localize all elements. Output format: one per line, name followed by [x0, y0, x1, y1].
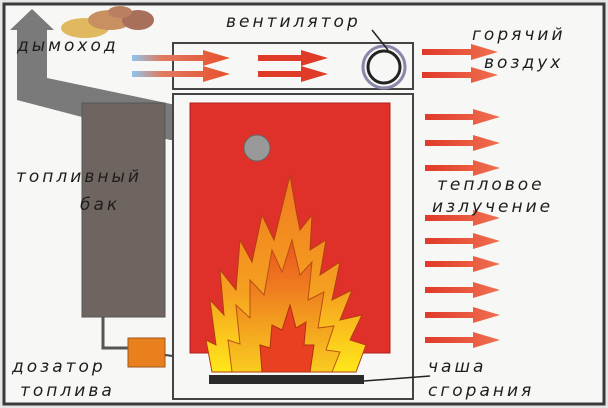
label-fuel-tank-2: бак: [80, 195, 120, 215]
flame-icon: [205, 174, 367, 373]
heat-radiation-arrow: [425, 233, 500, 249]
airflow-arrows: [132, 44, 500, 348]
heat-radiation-arrow: [425, 282, 500, 298]
duct-air-arrow: [258, 66, 328, 82]
label-hot-air-1: горячий: [472, 25, 566, 45]
intake-air-arrow: [132, 66, 230, 82]
label-radiation-1: тепловое: [437, 175, 545, 195]
heat-radiation-arrow: [425, 307, 500, 323]
fuel-dispenser: [127, 337, 166, 368]
heat-radiation-arrow: [425, 332, 500, 348]
label-bowl-1: чаша: [428, 357, 486, 377]
heat-radiation-arrow: [425, 210, 500, 226]
combustion-bowl: [209, 375, 364, 384]
sensor-port: [243, 134, 271, 162]
heat-radiation-arrow: [425, 160, 500, 176]
fuel-feed-pipe: [101, 317, 128, 350]
bowl-leader-line: [363, 375, 431, 382]
label-dispenser-1: дозатор: [11, 357, 106, 377]
label-fuel-tank-1: топливный: [16, 167, 142, 187]
label-hot-air-2: воздух: [484, 53, 563, 73]
hot-air-arrow: [422, 44, 498, 60]
fan-leader-line: [371, 29, 389, 51]
label-radiation-2: излучение: [432, 197, 553, 217]
label-chimney: дымоход: [16, 36, 119, 56]
fuel-tank: [81, 102, 166, 318]
label-bowl-2: сгорания: [428, 381, 534, 401]
heat-radiation-arrow: [425, 256, 500, 272]
smoke-cloud-icon: [61, 6, 154, 38]
chimney-arrow-icon: [10, 9, 54, 30]
label-fan: вентилятор: [226, 12, 361, 32]
heat-radiation-arrow: [425, 109, 500, 125]
duct-air-arrow: [258, 50, 328, 66]
label-dispenser-2: топлива: [20, 381, 115, 401]
intake-air-arrow: [132, 50, 230, 66]
heat-radiation-arrow: [425, 135, 500, 151]
hot-air-arrow: [422, 67, 498, 83]
